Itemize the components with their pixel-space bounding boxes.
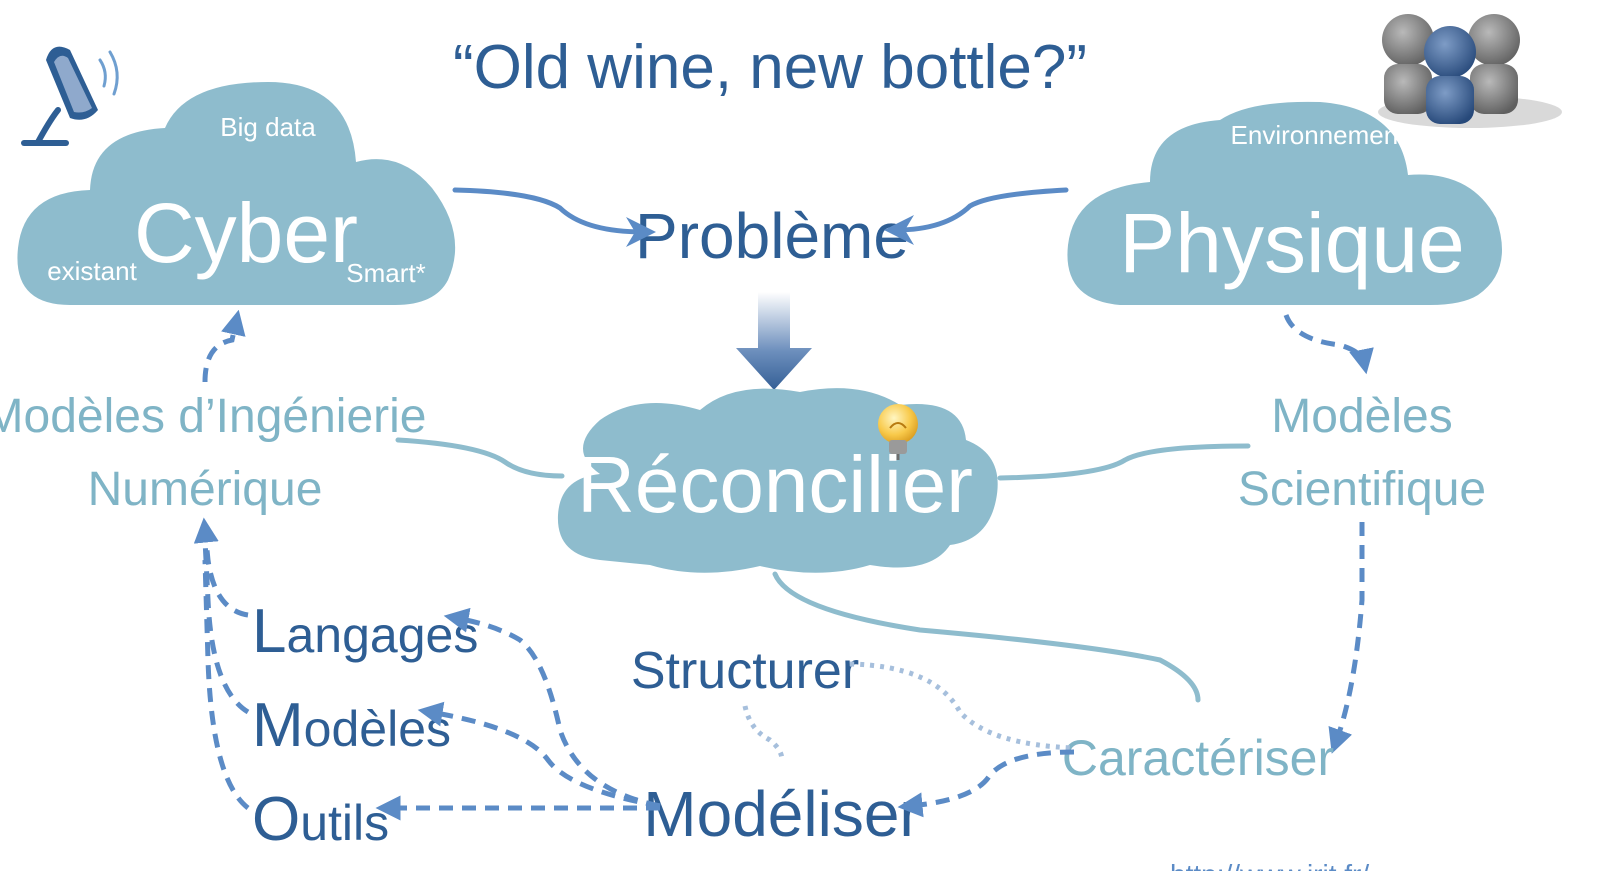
link-reconcilier-to-caracteriser [772, 571, 1201, 703]
cloud-physique-main: Physique [1119, 196, 1465, 290]
arrow-modeles-to-ingenierie [202, 539, 250, 715]
langages-rest: angages [286, 607, 478, 663]
arrow-scientifique-to-caracteriser [1328, 522, 1365, 754]
lmo-outils: Outils [252, 785, 389, 854]
arrow-modeliser-to-langages [443, 607, 661, 809]
link-scientifique-to-reconcilier [997, 443, 1251, 481]
structurer-label: Structurer [631, 642, 859, 700]
cloud-cyber [17, 82, 456, 305]
modeles-ingenierie-line1: Modèles d’Ingénierie [0, 390, 426, 443]
modeles-rest: odèles [304, 701, 451, 757]
arrow-physique-to-probleme [884, 187, 1069, 245]
satellite-dish-icon [21, 46, 119, 146]
modeles-scientifique-line1: Modèles [1271, 390, 1452, 443]
arrow-caracteriser-to-modeliser [897, 749, 1075, 818]
arrow-outils-to-ingenierie [202, 559, 250, 810]
arrow-cyber-to-probleme [452, 187, 656, 247]
cloud-physique-top: Environnement [1231, 120, 1407, 150]
cloud-cyber-top: Big data [220, 112, 316, 142]
modeles-ingenierie-line2: Numérique [88, 463, 323, 516]
svg-text:Modèles: Modèles [252, 691, 451, 760]
lmo-langages: Langages [252, 597, 478, 666]
cloud-cyber-main: Cyber [134, 186, 358, 280]
cloud-physique [1067, 101, 1502, 306]
caracteriser-label: Caractériser [1062, 730, 1334, 786]
arrow-physique-to-scientifique [1283, 314, 1374, 375]
dotted-structurer-to-modeliser [742, 705, 785, 761]
svg-text:Langages: Langages [252, 597, 478, 666]
light-bulb-icon [878, 404, 918, 460]
arrow-langages-to-ingenierie [193, 517, 249, 618]
arrow-ingenierie-to-cyber [202, 309, 246, 383]
probleme-label: Problème [635, 200, 909, 272]
arrow-modeliser-to-modeles [417, 701, 661, 809]
svg-text:Outils: Outils [252, 785, 389, 854]
lmo-modeles: Modèles [252, 691, 451, 760]
reconcilier-label: Réconcilier [577, 440, 973, 529]
title: “Old wine, new bottle?” [453, 33, 1087, 102]
people-group-icon [1378, 14, 1562, 128]
cloud-cyber-right: Smart* [346, 258, 425, 288]
outils-rest: utils [300, 795, 389, 851]
outils-initial: O [252, 785, 300, 854]
langages-initial: L [252, 597, 286, 666]
modeles-initial: M [252, 691, 304, 760]
arrow-probleme-to-reconcilier [736, 292, 812, 390]
modeliser-label: Modéliser [643, 778, 920, 850]
source-url: http://www.irit.fr/... [1170, 859, 1392, 871]
modeles-scientifique-line2: Scientifique [1238, 463, 1486, 516]
dotted-structurer-to-caracteriser [849, 661, 1076, 751]
cloud-cyber-left: existant [47, 256, 137, 286]
link-ingenierie-to-reconcilier [395, 437, 565, 479]
